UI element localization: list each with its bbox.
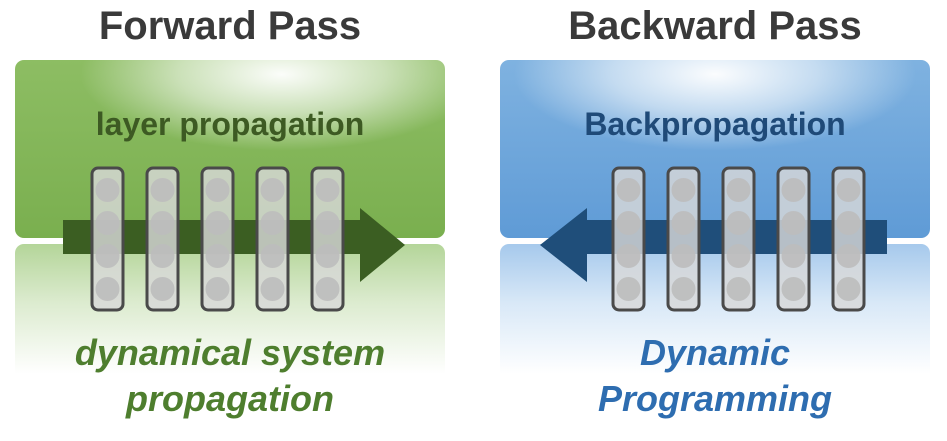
- forward-layer-frame: [90, 166, 125, 312]
- forward-neuron-node: [315, 244, 340, 268]
- backward-neuron-node: [781, 178, 806, 202]
- backward-layer-column: [611, 166, 646, 312]
- forward-neuron-node: [260, 178, 285, 202]
- forward-neuron-node: [205, 211, 230, 235]
- forward-neuron-node: [315, 277, 340, 301]
- backward-neuron-node: [836, 178, 861, 202]
- forward-neuron-node: [95, 178, 120, 202]
- backward-neuron-node: [781, 277, 806, 301]
- backward-neuron-node: [616, 277, 641, 301]
- backward-neuron-node: [726, 277, 751, 301]
- forward-pass-panel: Forward Pass layer propagation dynamical…: [10, 0, 450, 441]
- forward-box-label: layer propagation: [95, 106, 365, 142]
- forward-layer-frame: [255, 166, 290, 312]
- forward-neuron-node: [315, 178, 340, 202]
- forward-layer-column: [255, 166, 290, 312]
- forward-neuron-node: [150, 277, 175, 301]
- backward-neuron-node: [671, 178, 696, 202]
- forward-bottom-label: dynamical system propagation: [10, 330, 450, 422]
- forward-neuron-node: [260, 244, 285, 268]
- backward-neuron-node: [781, 211, 806, 235]
- backward-bottom-label: Dynamic Programming: [495, 330, 935, 422]
- forward-neuron-node: [95, 277, 120, 301]
- backward-neuron-node: [671, 277, 696, 301]
- backward-neuron-node: [726, 178, 751, 202]
- forward-layer-frame: [200, 166, 235, 312]
- forward-layer-column: [200, 166, 235, 312]
- forward-neuron-node: [315, 211, 340, 235]
- backward-neuron-node: [671, 211, 696, 235]
- backward-layer-column: [666, 166, 701, 312]
- backward-layer-frame: [611, 166, 646, 312]
- forward-neuron-node: [260, 211, 285, 235]
- backward-neuron-node: [836, 244, 861, 268]
- backward-neuron-node: [726, 244, 751, 268]
- forward-neuron-node: [205, 244, 230, 268]
- forward-neuron-node: [150, 244, 175, 268]
- backward-pass-panel: Backward Pass Backpropagation Dynamic Pr…: [495, 0, 935, 441]
- backward-layer-column: [831, 166, 866, 312]
- backward-neuron-node: [671, 244, 696, 268]
- backward-box-label: Backpropagation: [584, 106, 846, 142]
- forward-neuron-node: [95, 244, 120, 268]
- backward-neuron-node: [726, 211, 751, 235]
- backward-neuron-node: [616, 244, 641, 268]
- forward-neuron-node: [205, 277, 230, 301]
- forward-layer-column: [145, 166, 180, 312]
- forward-bottom-label-line2: propagation: [126, 378, 334, 419]
- backward-neuron-node: [616, 211, 641, 235]
- backward-layer-frame: [721, 166, 756, 312]
- backward-neuron-node: [616, 178, 641, 202]
- forward-layer-frame: [310, 166, 345, 312]
- backward-bottom-label-line2: Programming: [597, 378, 833, 419]
- forward-neuron-node: [150, 211, 175, 235]
- backward-layer-frame: [831, 166, 866, 312]
- forward-neuron-node: [260, 277, 285, 301]
- backward-neuron-node: [836, 277, 861, 301]
- backward-pass-title: Backward Pass: [568, 4, 862, 48]
- backward-layer-column: [721, 166, 756, 312]
- forward-layer-frame: [145, 166, 180, 312]
- backward-bottom-label-line1: Dynamic: [639, 332, 791, 373]
- backward-layer-frame: [666, 166, 701, 312]
- forward-neuron-node: [150, 178, 175, 202]
- forward-neuron-node: [205, 178, 230, 202]
- backward-layer-column: [776, 166, 811, 312]
- forward-pass-title: Forward Pass: [98, 4, 362, 48]
- backward-neuron-node: [781, 244, 806, 268]
- backward-layer-frame: [776, 166, 811, 312]
- backward-network-diagram: [540, 166, 887, 312]
- forward-layer-column: [90, 166, 125, 312]
- forward-neuron-node: [95, 211, 120, 235]
- forward-bottom-label-line1: dynamical system: [74, 332, 386, 373]
- backward-neuron-node: [836, 211, 861, 235]
- forward-network-diagram: [63, 166, 405, 312]
- forward-layer-column: [310, 166, 345, 312]
